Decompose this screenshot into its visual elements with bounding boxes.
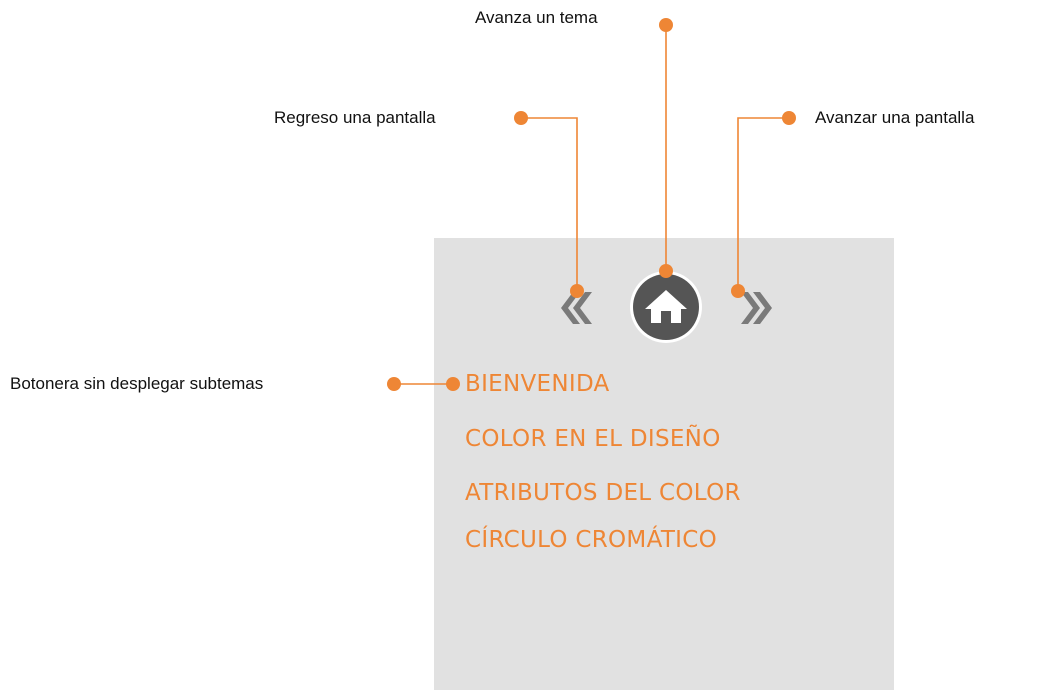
forward-button[interactable] [741,292,772,324]
menu-item-color-en-el-diseno[interactable]: COLOR EN EL DISEÑO [465,426,721,452]
menu-item-bienvenida[interactable]: BIENVENIDA [465,371,610,397]
double-chevron-left-icon [561,292,592,324]
callout-dots [387,18,796,391]
home-icon [645,290,687,323]
back-button[interactable] [561,292,592,324]
callout-home-label: Avanza un tema [475,8,598,27]
menu-item-atributos-del-color[interactable]: ATRIBUTOS DEL COLOR [465,480,741,506]
callout-dot [731,284,745,298]
callout-menu-label: Botonera sin desplegar subtemas [10,374,264,393]
home-button[interactable] [630,271,702,343]
callout-lines [394,25,789,385]
callout-dot [446,377,460,391]
callout-forward-label: Avanzar una pantalla [815,108,975,127]
callout-dot [514,111,528,125]
callout-dot [570,284,584,298]
callout-dot [387,377,401,391]
menu-item-circulo-cromatico[interactable]: CÍRCULO CROMÁTICO [465,527,718,553]
callout-back-label: Regreso una pantalla [274,108,436,127]
callout-dot [782,111,796,125]
double-chevron-right-icon [741,292,772,324]
callout-dot [659,264,673,278]
callout-dot [659,18,673,32]
